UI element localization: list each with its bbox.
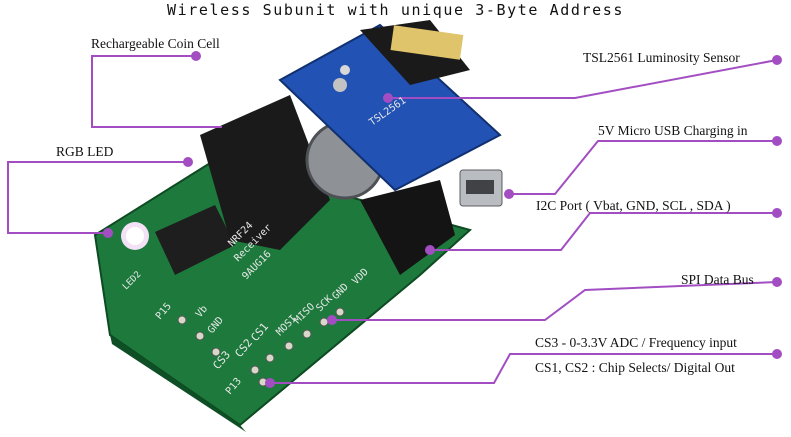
label-tsl2561: TSL2561 Luminosity Sensor [583,50,740,65]
label-usb: 5V Micro USB Charging in [598,123,748,138]
label-rgb-led: RGB LED [56,144,114,159]
label-cs3: CS3 - 0-3.3V ADC / Frequency input [535,335,737,350]
label-cs12: CS1, CS2 : Chip Selects/ Digital Out [535,360,735,375]
label-i2c: I2C Port ( Vbat, GND, SCL , SDA ) [536,198,731,213]
figure-title: Wireless Subunit with unique 3-Byte Addr… [166,1,625,19]
tsl2561-board [278,23,502,192]
female-header [200,95,330,250]
ic-chip [155,205,235,275]
label-coin-cell: Rechargeable Coin Cell [91,36,220,51]
leader-dots [103,51,782,388]
pin-pads [177,307,345,387]
label-spi: SPI Data Bus [681,272,754,287]
leader-lines [7,55,778,384]
